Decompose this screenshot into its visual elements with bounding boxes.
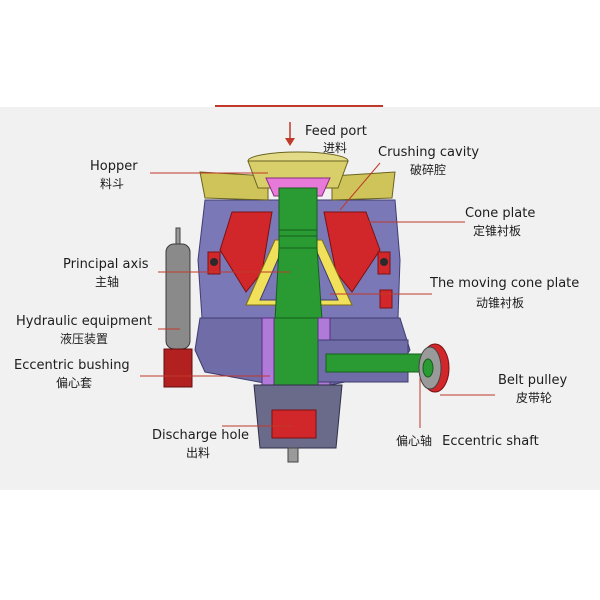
label-moving-cone-plate: The moving cone plate 动锥衬板: [430, 276, 579, 311]
label-discharge-hole-en: Discharge hole: [152, 428, 250, 443]
label-feed-port: Feed port 进料: [305, 124, 367, 156]
label-crushing-cavity-en: Crushing cavity: [378, 145, 480, 160]
main-shaft-cone: [274, 247, 323, 321]
label-hopper: Hopper 料斗: [90, 159, 138, 192]
label-moving-cone-plate-zh: 动锥衬板: [476, 296, 525, 310]
main-shaft-lower: [273, 317, 319, 397]
label-hopper-en: Hopper: [90, 159, 138, 174]
label-cone-plate: Cone plate 定锥衬板: [465, 206, 535, 239]
leader-crushing-cavity: [339, 162, 381, 211]
label-principal-axis-en: Principal axis: [63, 257, 149, 272]
bottom-stud: [287, 447, 299, 463]
label-cone-plate-zh: 定锥衬板: [473, 224, 522, 238]
label-eccentric-shaft: 偏心轴 Eccentric shaft: [396, 434, 539, 449]
hydraulic-cylinder: [165, 243, 191, 350]
bottom-red-part: [271, 409, 317, 439]
label-crushing-cavity: Crushing cavity 破碎腔: [378, 145, 479, 178]
label-belt-pulley: Belt pulley 皮带轮: [498, 373, 567, 406]
belt-pulley-hub: [422, 358, 434, 378]
label-crushing-cavity-zh: 破碎腔: [410, 163, 447, 177]
label-eccentric-shaft-en: Eccentric shaft: [442, 434, 539, 449]
hydraulic-base: [163, 348, 193, 388]
label-discharge-hole: Discharge hole 出料: [152, 428, 249, 461]
label-principal-axis: Principal axis 主轴: [63, 257, 149, 290]
accent-line: [215, 105, 383, 107]
crusher-illustration: [163, 151, 450, 463]
leader-lines: [140, 162, 495, 428]
label-hydraulic-equipment-zh: 液压装置: [60, 332, 109, 346]
main-shaft-top: [278, 187, 318, 249]
label-eccentric-bushing: Eccentric bushing 偏心套: [14, 358, 130, 391]
label-eccentric-bushing-en: Eccentric bushing: [14, 358, 130, 373]
label-eccentric-shaft-zh: 偏心轴: [396, 434, 433, 448]
hopper-left: [199, 171, 269, 201]
label-hydraulic-equipment: Hydraulic equipment 液压装置: [16, 314, 152, 347]
label-principal-axis-zh: 主轴: [95, 275, 120, 289]
label-belt-pulley-zh: 皮带轮: [516, 391, 553, 405]
hydraulic-rod: [175, 227, 181, 247]
label-moving-cone-plate-en: The moving cone plate: [430, 276, 580, 291]
label-discharge-hole-zh: 出料: [186, 446, 211, 460]
label-cone-plate-en: Cone plate: [465, 206, 536, 221]
label-belt-pulley-en: Belt pulley: [498, 373, 568, 388]
feed-arrow-icon: [285, 122, 295, 146]
hopper-right: [331, 171, 396, 201]
label-hydraulic-equipment-en: Hydraulic equipment: [16, 314, 153, 329]
label-eccentric-bushing-zh: 偏心套: [56, 376, 93, 390]
label-feed-port-zh: 进料: [323, 141, 348, 155]
eccentric-shaft: [325, 353, 431, 373]
label-hopper-zh: 料斗: [100, 177, 125, 191]
cone-plate-right: [323, 211, 381, 293]
label-feed-port-en: Feed port: [305, 124, 367, 139]
